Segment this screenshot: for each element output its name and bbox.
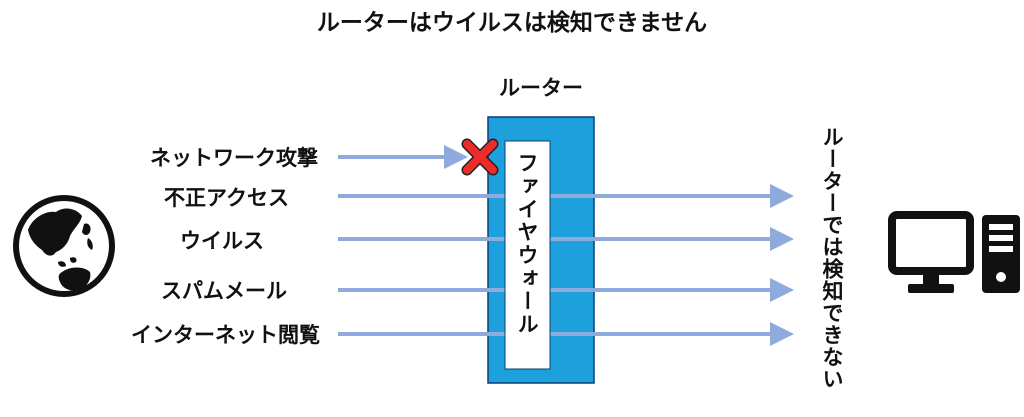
- incoming-arrows: [338, 145, 488, 336]
- firewall-label: ファイヤウォール: [515, 152, 539, 336]
- threat-label-network-attack: ネットワーク攻撃: [150, 146, 318, 170]
- router-label: ルーター: [499, 76, 583, 100]
- outgoing-arrows: [594, 184, 794, 346]
- blocked-x-icon: [461, 138, 499, 176]
- globe-icon: [13, 195, 115, 297]
- threat-label-internet-browsing: インターネット閲覧: [131, 323, 320, 347]
- desktop-computer-icon: [888, 211, 1020, 293]
- threat-label-spam-mail: スパムメール: [161, 279, 287, 303]
- threat-label-unauthorized-access: 不正アクセス: [164, 186, 289, 210]
- side-note-cannot-detect: ルーターでは検知できない: [820, 126, 844, 390]
- firewall-box: [504, 140, 551, 370]
- threat-labels: ネットワーク攻撃 不正アクセス ウイルス スパムメール インターネット閲覧: [131, 146, 320, 347]
- diagram-title: ルーターはウイルスは検知できません: [317, 9, 707, 36]
- threat-label-virus: ウイルス: [180, 229, 264, 253]
